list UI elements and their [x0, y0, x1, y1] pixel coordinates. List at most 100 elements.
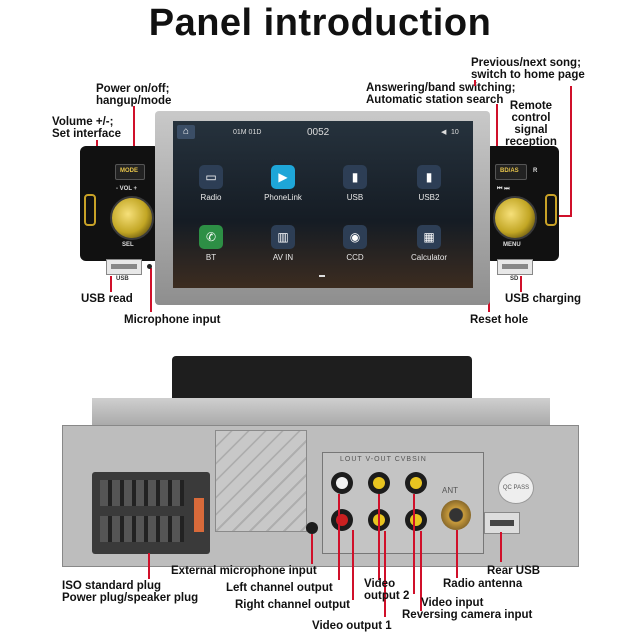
leader-rear-usb: [500, 532, 502, 562]
touch-screen[interactable]: ⌂ 01M 01D 0052 ◀ 10 ▭ Radio ▶ PhoneLink …: [173, 121, 473, 288]
label-radio-antenna: Radio antenna: [443, 578, 523, 590]
rear-usb-port: [484, 512, 520, 534]
label-video-input: Video input: [421, 597, 484, 609]
left-bracket-slot: [84, 194, 96, 226]
label-left-channel: Left channel output: [226, 582, 333, 594]
antenna-socket: [441, 500, 471, 530]
leader-reversing: [420, 531, 422, 611]
volume-knob[interactable]: [110, 196, 154, 240]
r-label: R: [533, 168, 538, 174]
label-prev-next: Previous/next song;switch to home page: [471, 57, 585, 81]
label-right-channel: Right channel output: [235, 599, 350, 611]
menu-knob[interactable]: [493, 196, 537, 240]
radio-icon[interactable]: ▭: [199, 165, 223, 189]
right-channel-rca: [331, 509, 353, 531]
app-label-ccd: CCD: [346, 253, 364, 262]
leader-power: [133, 106, 135, 162]
label-usb-charging: USB charging: [505, 293, 582, 305]
calculator-icon[interactable]: ▦: [417, 225, 441, 249]
label-reversing-camera: Reversing camera input: [402, 609, 533, 621]
app-label-usb: USB: [346, 193, 364, 202]
leader-ext-mic: [311, 534, 313, 564]
leader-usb-read: [110, 276, 112, 292]
app-label-calculator: Calculator: [410, 253, 447, 262]
iso-plug-connector: [92, 472, 210, 554]
leader-prev: [474, 80, 476, 86]
page-indicator: [319, 275, 325, 277]
volume-icon: ◀: [441, 129, 447, 136]
leader-usb-charging: [520, 276, 522, 292]
leader-menu-v: [570, 86, 572, 216]
home-button[interactable]: ⌂: [177, 125, 195, 139]
label-rear-usb: Rear USB: [487, 565, 541, 577]
mode-button[interactable]: MODE: [115, 164, 145, 180]
ant-text: ANT: [442, 486, 458, 495]
rear-top-cover: [172, 356, 472, 400]
iso-lower-block: [100, 516, 184, 542]
label-external-mic: External microphone input: [171, 565, 317, 577]
app-label-av-in: AV IN: [272, 253, 294, 262]
app-label-bt: BT: [205, 253, 217, 262]
microphone-hole: [147, 264, 152, 269]
leader-video-out-2: [378, 494, 380, 580]
label-answering: Answering/band switching;Automatic stati…: [366, 82, 516, 106]
app-label-usb2: USB2: [418, 193, 440, 202]
usb-charging-slot: [502, 264, 528, 269]
leader-antenna: [456, 530, 458, 578]
leader-video-out-1: [384, 531, 386, 617]
status-volume: 10: [451, 129, 459, 136]
sd-label: SD: [510, 276, 519, 282]
app-label-radio: Radio: [200, 193, 222, 202]
usb-icon[interactable]: ▮: [343, 165, 367, 189]
bdas-label: BD/AS: [500, 168, 519, 174]
prev-next-icons: ⏮ ⏭: [497, 186, 510, 192]
rear-usb-slot: [490, 520, 514, 526]
front-panel-left: MODE - VOL + SEL: [80, 146, 160, 261]
app-label-phonelink: PhoneLink: [264, 193, 302, 202]
front-usb-port[interactable]: [106, 259, 142, 275]
front-panel-right: BD/AS R ⏮ ⏭ MENU: [485, 146, 559, 261]
label-usb-read: USB read: [81, 293, 133, 305]
vent-panel: [215, 430, 307, 532]
qc-pass-sticker: QC PASS: [498, 472, 534, 504]
av-in-icon[interactable]: ▥: [271, 225, 295, 249]
rear-chassis: [92, 398, 550, 426]
phone-icon[interactable]: ✆: [199, 225, 223, 249]
iso-upper-block: [100, 480, 184, 506]
leader-left-channel: [338, 494, 340, 580]
leader-answering: [496, 104, 498, 164]
leader-iso: [148, 553, 150, 579]
menu-label: MENU: [503, 242, 521, 248]
camera-icon[interactable]: ◉: [343, 225, 367, 249]
usb-slot: [111, 264, 137, 269]
rca-text: LOUT V-OUT CVBSIN: [340, 456, 427, 463]
label-reset: Reset hole: [470, 314, 529, 326]
leader-mic: [150, 268, 152, 312]
label-microphone: Microphone input: [124, 314, 221, 326]
leader-right-channel: [352, 530, 354, 600]
front-usb-charging-port[interactable]: [497, 259, 533, 275]
sel-label: SEL: [122, 242, 134, 248]
usb2-icon[interactable]: ▮: [417, 165, 441, 189]
reversing-camera-rca: [405, 509, 427, 531]
label-power: Power on/off;hangup/mode: [96, 83, 172, 107]
leader-video-input: [413, 494, 415, 594]
page-title: Panel introduction: [148, 2, 492, 44]
left-channel-rca: [331, 472, 353, 494]
video-input-rca: [405, 472, 427, 494]
fuse: [194, 498, 204, 532]
label-video-output-1: Video output 1: [312, 620, 392, 632]
phonelink-icon[interactable]: ▶: [271, 165, 295, 189]
right-bracket-slot: [545, 194, 557, 226]
mode-label: MODE: [120, 168, 138, 174]
label-volume: Volume +/-;Set interface: [52, 116, 122, 140]
usb-label: USB: [116, 276, 129, 282]
vol-label: - VOL +: [116, 186, 138, 192]
external-mic-jack: [306, 522, 318, 534]
video-output-2-rca: [368, 472, 390, 494]
status-time: 0052: [307, 127, 330, 138]
bdas-button[interactable]: BD/AS: [495, 164, 527, 180]
